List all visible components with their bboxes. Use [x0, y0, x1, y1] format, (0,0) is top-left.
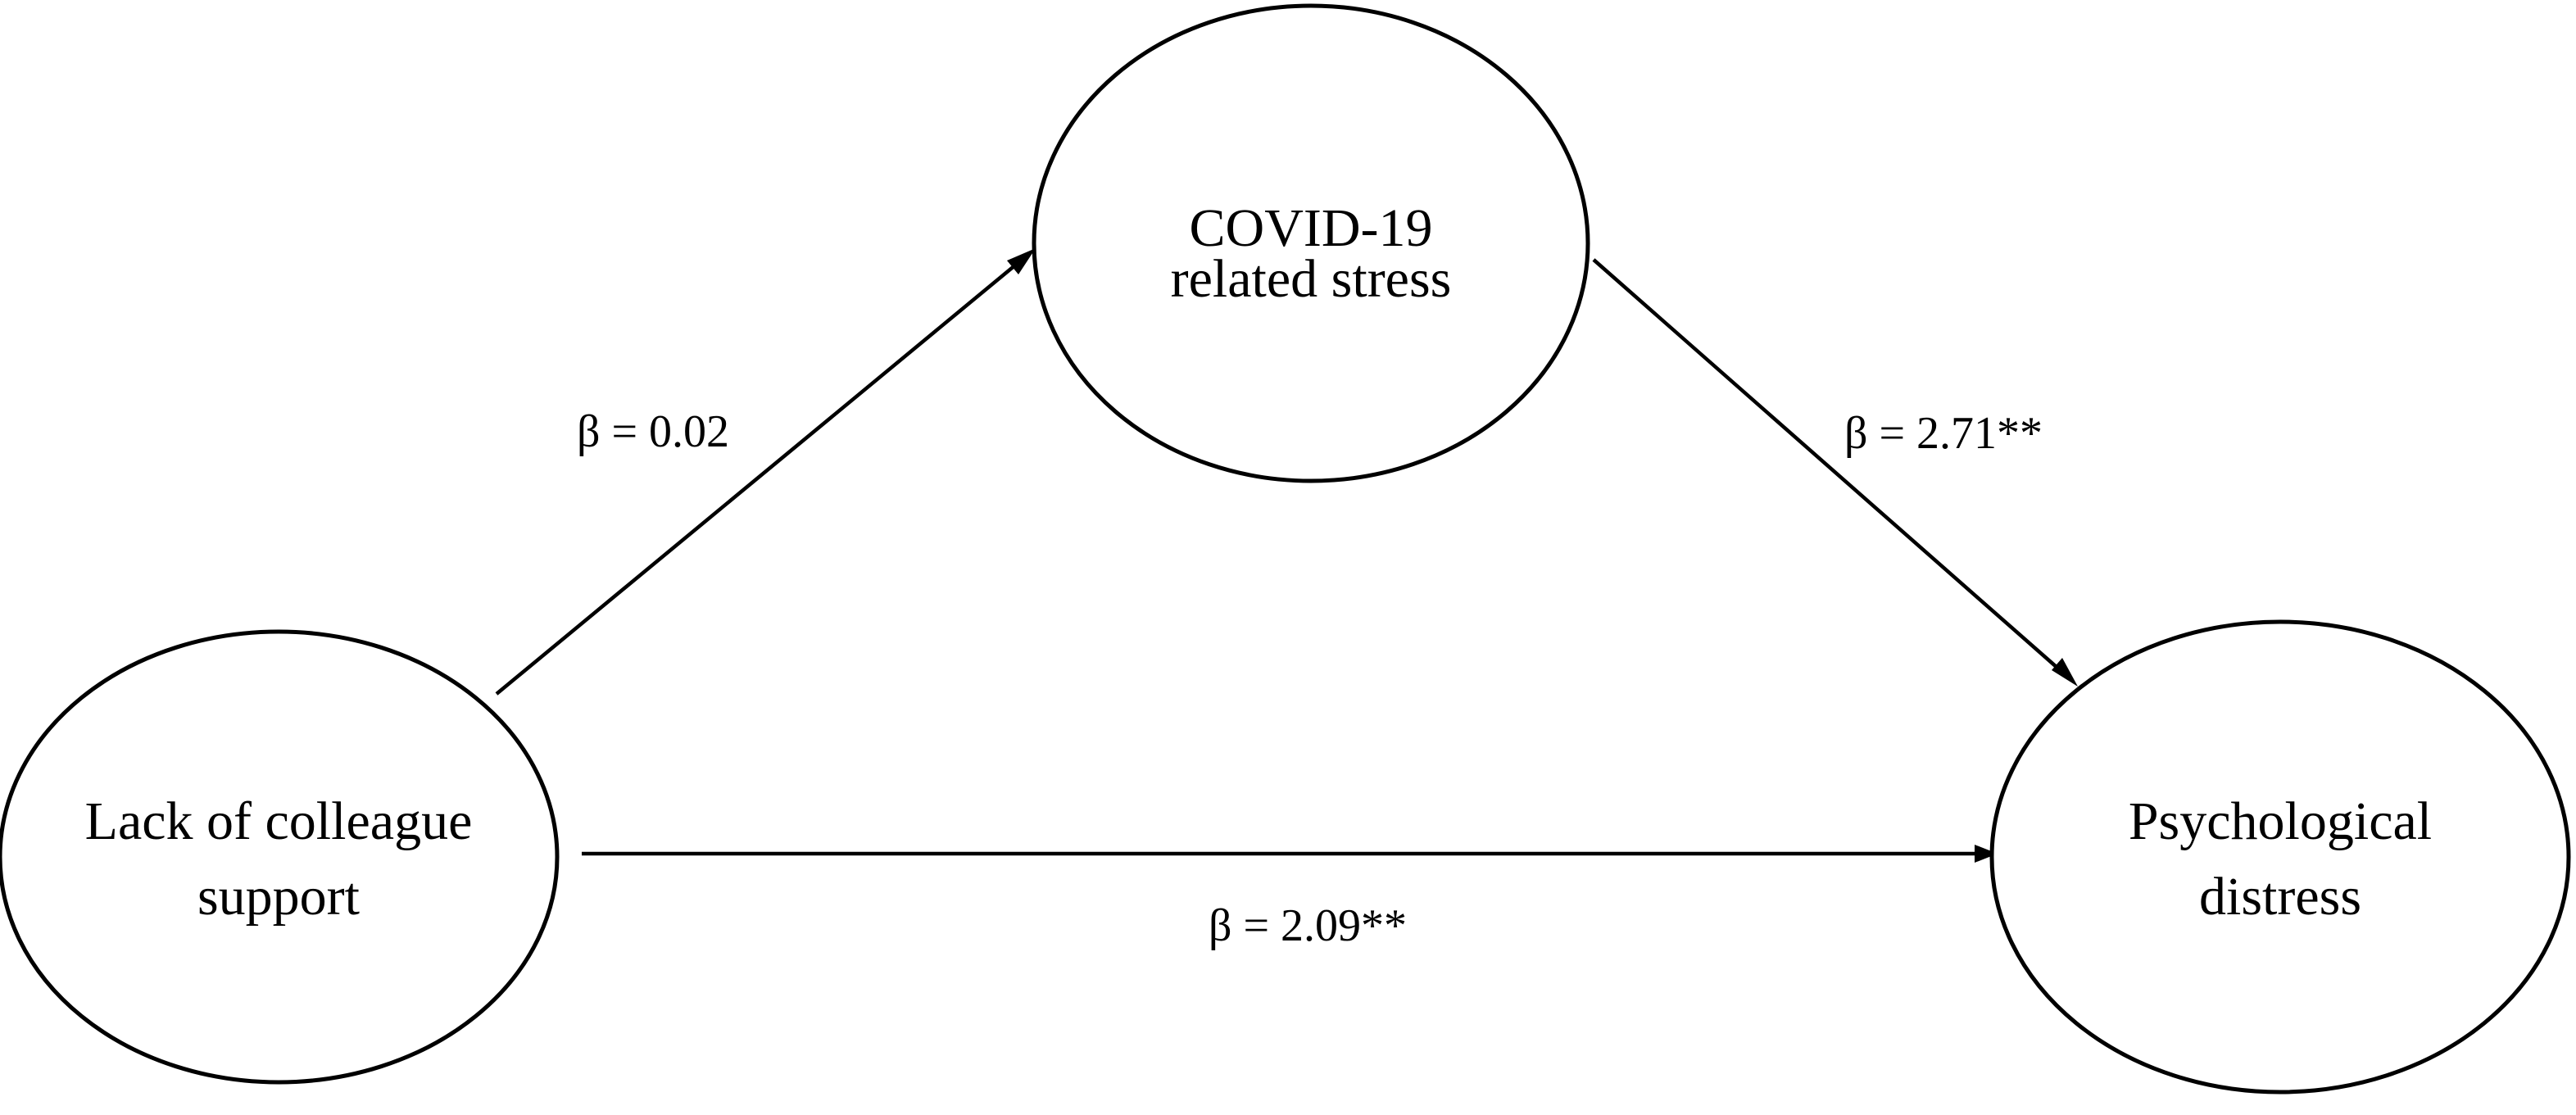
outcome-label-line-1: Psychological — [2129, 791, 2432, 851]
edge-a-path — [495, 248, 1036, 696]
predictor-label-line-1: Lack of colleague — [85, 791, 473, 851]
outcome-ellipse — [1989, 619, 2571, 1095]
node-predictor: Lack of colleague support — [0, 629, 560, 1085]
edge-c-arrowhead — [1975, 845, 1998, 863]
edge-b-label: β = 2.71** — [1844, 408, 2043, 459]
edge-c-path — [582, 845, 1998, 863]
mediator-ellipse — [1032, 3, 1590, 483]
edge-a-label: β = 0.02 — [577, 406, 729, 457]
node-outcome: Psychological distress — [1989, 619, 2571, 1095]
node-mediator: COVID-19 related stress — [1032, 3, 1590, 483]
mediator-label-line-1: COVID-19 — [1190, 198, 1433, 258]
edge-a-arrowhead — [1007, 248, 1036, 274]
outcome-label-line-2: distress — [2199, 867, 2361, 927]
edges — [495, 248, 2078, 863]
mediator-label-line-2: related stress — [1171, 249, 1452, 309]
edge-b-path — [1592, 258, 2078, 687]
edge-b-line — [1592, 258, 2066, 676]
edge-a-line — [495, 259, 1023, 696]
edge-b-arrowhead — [2052, 658, 2078, 687]
predictor-label-line-2: support — [197, 867, 360, 927]
edge-c-label: β = 2.09** — [1209, 900, 1407, 951]
predictor-ellipse — [0, 629, 560, 1085]
